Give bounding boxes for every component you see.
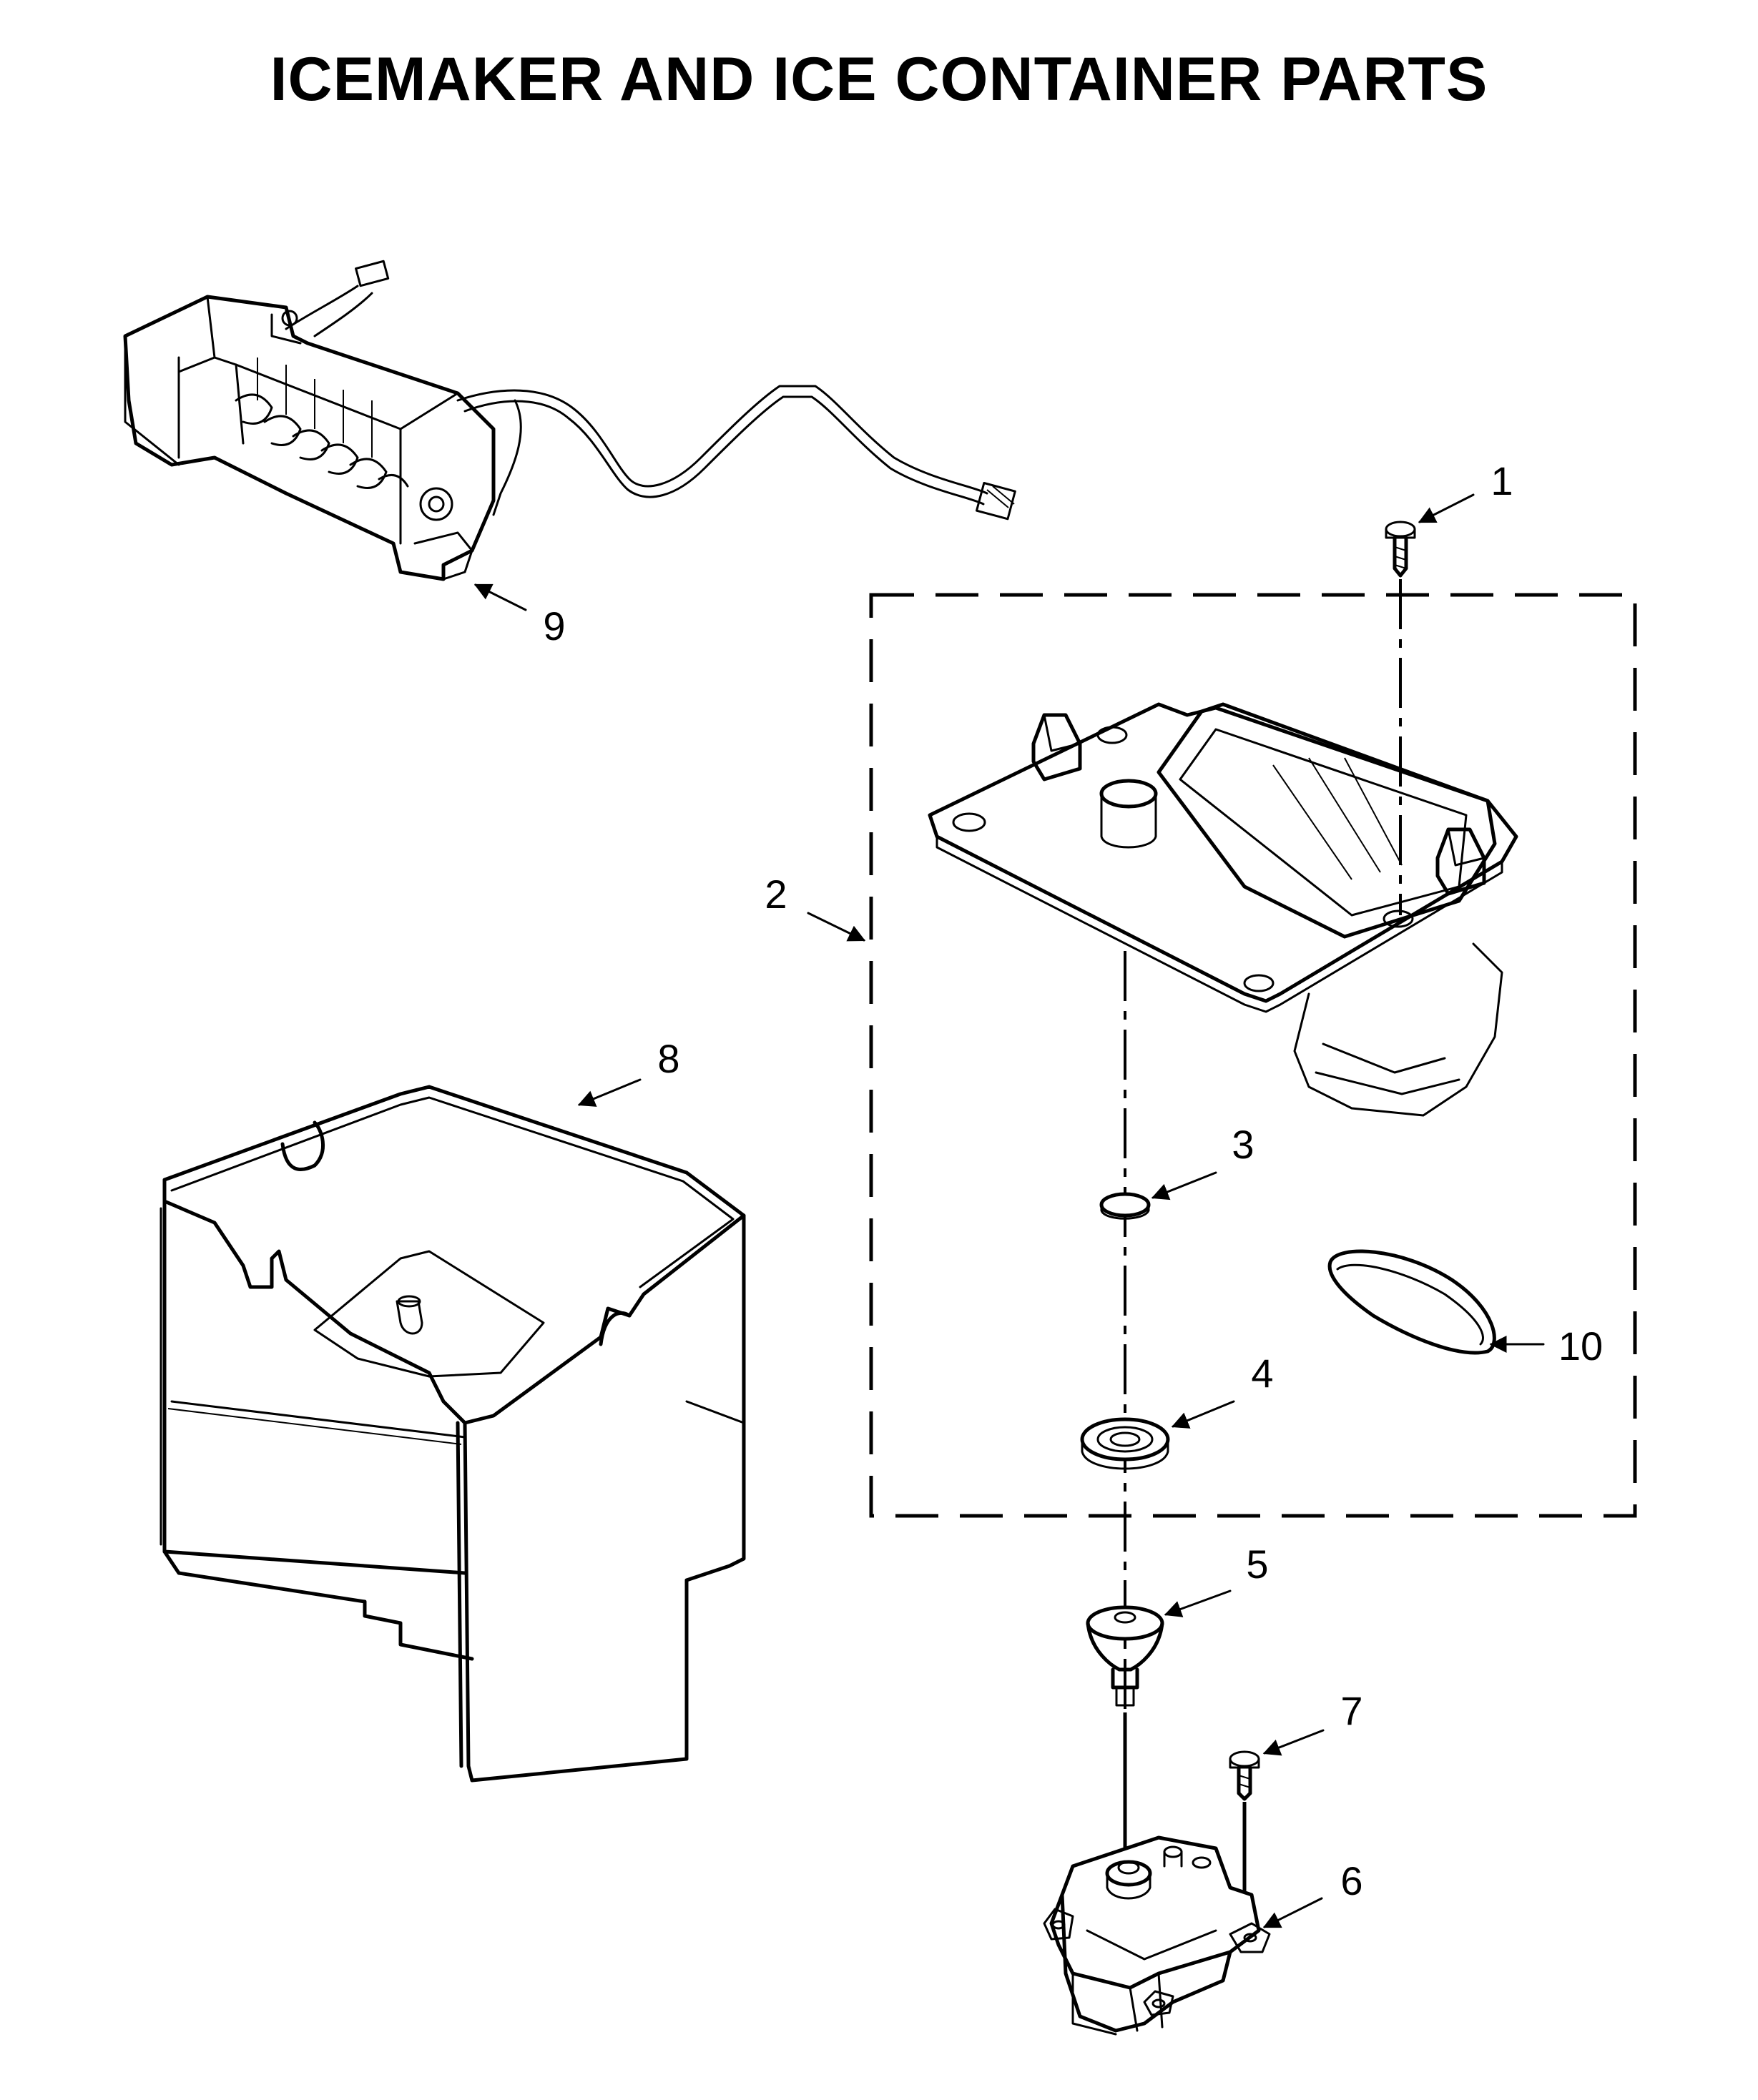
leader-5 [1164, 1589, 1232, 1617]
callout-2: 2 [765, 872, 787, 917]
callout-8: 8 [657, 1036, 679, 1081]
ice-bucket-part-8 [159, 1085, 746, 1783]
bearing-part-4 [1080, 1417, 1170, 1470]
callout-7: 7 [1340, 1688, 1362, 1733]
icemaker-assembly-part [123, 260, 1016, 581]
leader-2 [807, 912, 866, 942]
assembly-group-box [869, 593, 1637, 1518]
screw-part-1 [1385, 521, 1416, 578]
coupler-part-5 [1086, 1605, 1164, 1707]
leader-9 [473, 583, 527, 611]
callout-10: 10 [1558, 1323, 1603, 1369]
callout-9: 9 [543, 603, 565, 649]
callout-6: 6 [1340, 1858, 1362, 1903]
callout-4: 4 [1251, 1351, 1273, 1396]
dispenser-tray-part [928, 702, 1518, 1117]
callout-5: 5 [1246, 1542, 1268, 1587]
auger-motor-part-6 [1043, 1835, 1271, 2036]
callout-3: 3 [1232, 1122, 1254, 1167]
page-title: ICEMAKER AND ICE CONTAINER PARTS [270, 45, 1488, 114]
leader-6 [1262, 1897, 1323, 1928]
leader-1 [1418, 493, 1475, 523]
leader-8 [577, 1078, 642, 1107]
ring-part-3 [1099, 1192, 1151, 1220]
callout-1: 1 [1491, 458, 1513, 503]
screw-part-7 [1229, 1750, 1260, 1801]
leader-7 [1262, 1729, 1325, 1756]
leader-4 [1171, 1400, 1235, 1429]
tab-part-10 [1327, 1249, 1496, 1355]
leader-3 [1151, 1171, 1217, 1201]
